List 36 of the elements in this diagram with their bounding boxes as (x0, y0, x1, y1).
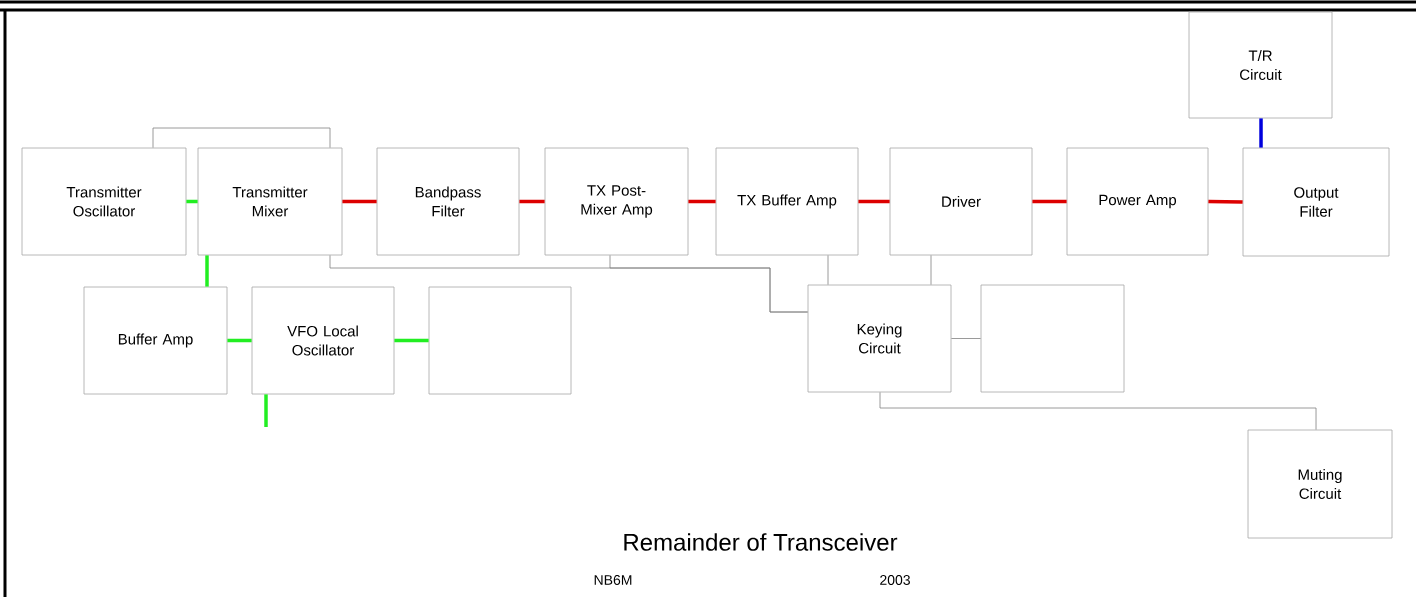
connector-line (227, 338, 252, 343)
connector-line (519, 199, 545, 204)
connector-line (205, 255, 209, 287)
block-box: Transmitter Mixer (197, 147, 343, 256)
block-box: Keying Circuit (807, 284, 952, 393)
connector-line (858, 199, 890, 204)
block-box: TX Post-Mixer Amp (544, 147, 689, 256)
note-text: 2003 (880, 575, 910, 585)
connector-line (609, 255, 808, 313)
connector-line (264, 394, 268, 427)
block-box (980, 284, 1125, 393)
connector-line (1032, 199, 1067, 204)
connector-line (827, 255, 829, 285)
connector-line (688, 199, 716, 204)
block-box (428, 286, 572, 395)
connector-line (1208, 199, 1243, 204)
connector-line (394, 338, 429, 343)
block-box: TX Buffer Amp (715, 147, 859, 256)
heading-text: Remainder of Transceiver (624, 533, 898, 551)
note-text: NB6M (594, 575, 632, 585)
block-box: Muting Circuit (1247, 429, 1393, 539)
connector-line (879, 392, 1317, 430)
block-box: VFO Local Oscillator (251, 286, 395, 395)
block-box: Bandpass Filter (376, 147, 520, 256)
block-box: Output Filter (1242, 147, 1390, 257)
block-box: T/R Circuit (1188, 11, 1333, 119)
block-box: Transmitter Oscillator (21, 147, 187, 256)
connector-line (186, 199, 198, 204)
block-box: Driver (889, 147, 1033, 256)
connector-line (1259, 118, 1263, 148)
connector-line (152, 127, 331, 148)
connector-line (342, 199, 377, 204)
block-box: Power Amp (1066, 147, 1209, 256)
connector-line (951, 338, 981, 339)
connector-line (930, 255, 932, 285)
block-box: Buffer Amp (83, 286, 228, 395)
